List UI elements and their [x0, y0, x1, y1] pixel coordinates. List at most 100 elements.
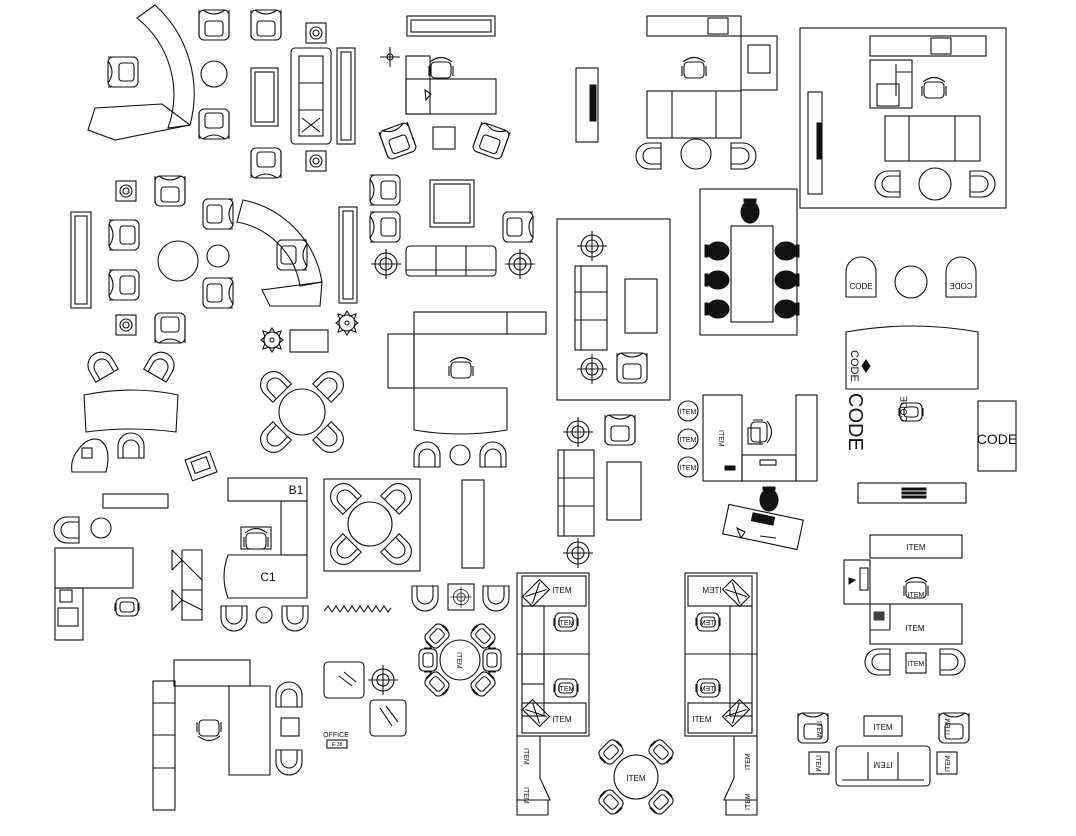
round-side-table	[894, 265, 928, 299]
square-coffee-table	[429, 179, 475, 228]
round-side-table	[90, 517, 112, 539]
office-chair-icon	[428, 56, 454, 79]
round-chair-icon	[117, 432, 145, 459]
console-table	[336, 47, 356, 145]
office-chair-icon	[482, 647, 502, 673]
round-meeting-table	[613, 754, 659, 800]
stool-icon	[305, 150, 327, 172]
armchair-icon	[378, 121, 418, 161]
armchair-icon	[108, 219, 140, 251]
sofa	[835, 745, 931, 787]
item-label: ITEM	[552, 715, 571, 724]
item-label: ITEM	[814, 755, 821, 772]
office-chair-icon	[243, 527, 269, 550]
office-chair-icon	[448, 356, 474, 379]
curved-sofa-lounge-top	[87, 4, 356, 179]
armchair-icon	[502, 211, 534, 243]
small-side-table	[432, 126, 456, 150]
item-label: ITEM	[522, 787, 529, 804]
armchair-icon	[202, 198, 234, 230]
lounge-area-with-rug	[556, 218, 671, 401]
item-label-mirrored: ITEM	[699, 686, 716, 693]
round-chair-icon	[254, 421, 292, 459]
office-chair-icon	[114, 597, 140, 617]
office-code-label: E-38	[332, 742, 343, 748]
tilted-desk-solid-chair	[722, 486, 804, 551]
executive-desk	[405, 78, 497, 115]
round-side-table	[680, 138, 712, 170]
office-chair-icon	[681, 56, 707, 79]
three-seat-sofa	[290, 47, 332, 145]
code-label-mirrored: CODE	[949, 282, 972, 291]
office-chair-icon	[750, 419, 773, 445]
office-chair-icon	[421, 668, 453, 700]
solid-chair-icon	[759, 486, 779, 512]
item-label: ITEM	[680, 437, 697, 444]
coffee-table	[624, 278, 658, 334]
round-chair-icon	[864, 648, 891, 676]
item-label: ITEM	[558, 620, 575, 627]
bottom-right-sofa-set: ITEM ITEM ITEM ITEM ITEM ITEM	[797, 712, 970, 787]
round-chair-icon	[82, 346, 119, 383]
item-label: ITEM	[815, 721, 822, 738]
laptop-icon	[522, 699, 550, 727]
item-label: ITEM	[908, 661, 925, 668]
square-room-round-table	[323, 477, 421, 613]
round-chair-icon	[53, 516, 80, 544]
round-chair-icon	[939, 648, 966, 676]
bench-vertical	[461, 479, 485, 569]
round-table-4-chairs	[254, 365, 350, 459]
item-label: ITEM	[692, 715, 711, 724]
item-label: ITEM	[745, 793, 752, 810]
round-chair-icon	[254, 365, 292, 403]
console-table	[338, 206, 358, 304]
office-chair-icon	[418, 647, 438, 673]
round-side-table	[255, 606, 273, 624]
folding-partition	[171, 549, 203, 621]
code-label-cabinet: CODE	[977, 431, 1017, 447]
round-chair-icon	[635, 142, 662, 170]
desk-return	[405, 55, 431, 115]
office-chair-icon	[645, 786, 677, 818]
spring-detail	[323, 605, 392, 613]
coffee-table	[250, 67, 279, 127]
round-side-table	[918, 167, 952, 201]
laptop-icon	[722, 699, 750, 727]
round-chair-icon	[275, 681, 303, 708]
laptop-icon	[522, 579, 550, 607]
item-workstation-right: ITEM ITEM ITEM ITEM	[843, 534, 966, 676]
code-reception-group: CODE CODE CODE CODE CODE CODE	[844, 256, 1017, 504]
item-label-rotated: ITEM	[873, 760, 892, 769]
office-room-top-right	[799, 27, 1007, 209]
item-label: ITEM	[745, 753, 752, 770]
item-label: ITEM	[626, 774, 645, 783]
office-chair-icon	[467, 668, 499, 700]
item-label: ITEM	[680, 409, 697, 416]
round-chair-icon	[324, 533, 362, 571]
bottom-left-workstation	[152, 659, 303, 811]
c1-label: C1	[260, 570, 276, 584]
reception-counter	[845, 325, 979, 390]
console-table	[70, 211, 92, 309]
armchair-icon	[108, 269, 140, 301]
l-shaped-office-desk	[387, 311, 547, 468]
item-label: ITEM	[905, 624, 924, 633]
round-chair-icon	[220, 605, 248, 632]
armchair-icon	[471, 121, 511, 161]
office-label: OFFICE	[323, 732, 349, 739]
code-label-large: CODE	[844, 393, 866, 451]
lamp-icon	[367, 664, 399, 696]
round-chair-icon	[143, 346, 180, 383]
solid-chair-icon	[740, 198, 760, 224]
round-chair-icon	[411, 585, 439, 612]
curved-desk-left	[71, 346, 218, 509]
bench	[857, 482, 967, 504]
small-side-table	[280, 717, 300, 737]
armchair-icon	[198, 9, 230, 41]
b1-c1-workstation: B1 C1	[220, 477, 309, 632]
lamp-icon	[450, 586, 472, 608]
sofa	[574, 265, 608, 351]
armchair-icon	[250, 9, 282, 41]
round-chair-icon	[874, 170, 901, 198]
sofa-set-with-coffee-table	[369, 174, 536, 280]
